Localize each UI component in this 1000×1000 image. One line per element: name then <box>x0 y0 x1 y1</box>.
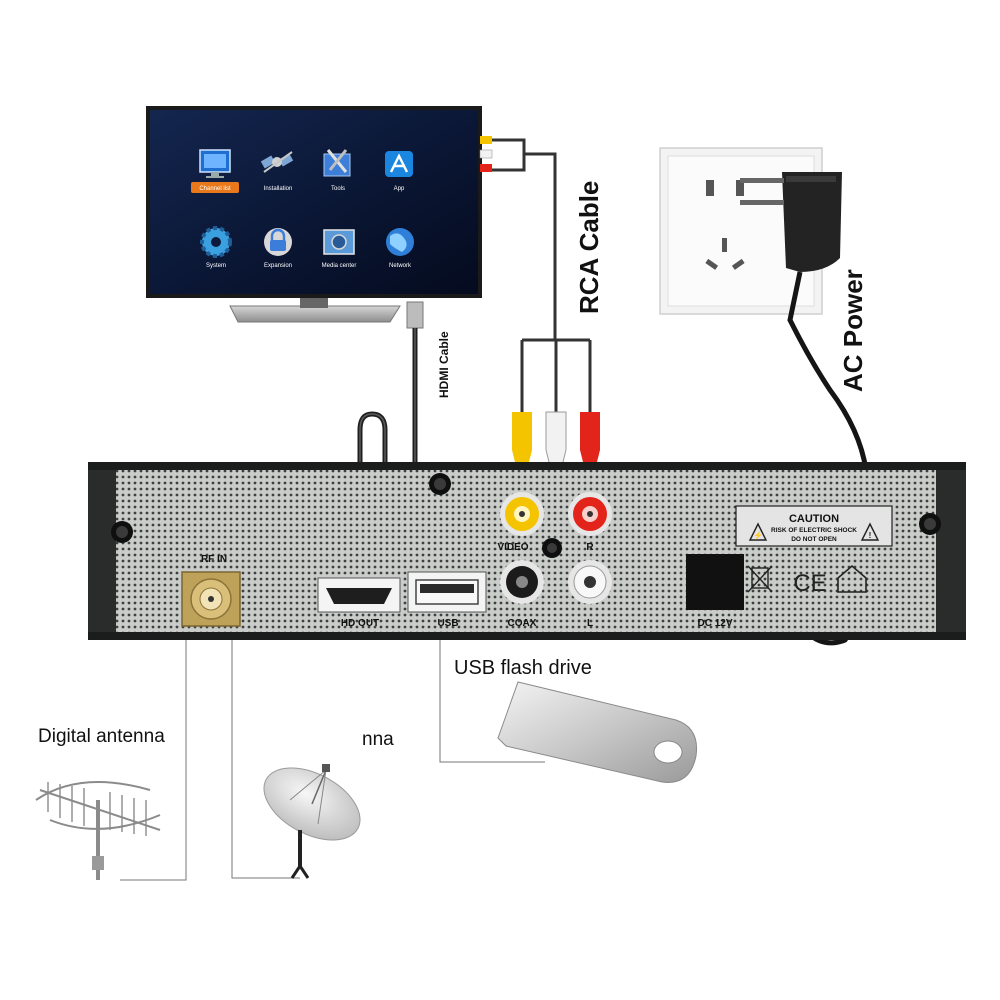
screw-icon <box>919 513 941 535</box>
screw-icon <box>111 521 133 543</box>
hdmi-plug-top <box>406 301 424 329</box>
menu-label[interactable]: Channel list <box>199 186 231 192</box>
rca-plug-red <box>580 412 600 470</box>
globe-icon[interactable] <box>386 228 414 256</box>
usb-flash-drive <box>497 681 698 783</box>
svg-text:⚡: ⚡ <box>753 530 763 540</box>
tv-screen <box>150 110 478 294</box>
rca-plug-yellow <box>512 412 532 470</box>
weee-bin-icon <box>747 565 773 593</box>
caution-line-1: RISK OF ELECTRIC SHOCK <box>771 527 857 534</box>
menu-label[interactable]: Media center <box>322 263 357 269</box>
coax-jack[interactable] <box>500 560 544 604</box>
menu-label[interactable]: App <box>394 186 405 192</box>
port-label-video: VIDEO <box>497 542 528 553</box>
tv-rca-white-port <box>479 149 493 159</box>
rf-in-port[interactable] <box>181 571 241 627</box>
menu-label[interactable]: Installation <box>264 186 293 192</box>
socket-hole <box>736 180 744 196</box>
port-label-r: R <box>586 542 594 553</box>
satellite-dish <box>263 764 361 879</box>
app-store-icon[interactable] <box>385 151 413 177</box>
satellite-antenna-caption: nna <box>362 729 394 750</box>
port-label-l: L <box>587 618 593 629</box>
caution-line-2: DO NOT OPEN <box>791 536 837 543</box>
tv-rca-yellow-port <box>480 136 492 144</box>
digital-antenna <box>35 781 161 880</box>
svg-text:!: ! <box>869 531 872 540</box>
caution-title: CAUTION <box>789 513 839 525</box>
gear-icon[interactable] <box>200 226 232 258</box>
port-label-hd-out: HD OUT <box>341 618 379 629</box>
warning-triangle-icon <box>748 522 768 541</box>
warning-triangle-icon <box>860 522 880 541</box>
menu-label[interactable]: Tools <box>331 186 345 192</box>
screw-icon <box>542 538 562 558</box>
tv-stand <box>229 305 401 323</box>
dc-power-socket[interactable] <box>686 554 744 610</box>
television <box>146 106 493 323</box>
video-jack[interactable] <box>500 492 544 536</box>
rca-plug-white <box>545 411 567 471</box>
satellite-icon[interactable] <box>260 151 294 173</box>
socket-hole <box>706 180 714 196</box>
menu-label[interactable]: System <box>206 263 226 269</box>
screw-icon <box>429 473 451 495</box>
lock-icon[interactable] <box>264 228 292 256</box>
tv-rca-red-port <box>480 164 492 172</box>
caution-label: ⚡ ! <box>735 505 893 547</box>
rca-cable-caption: RCA Cable <box>574 181 604 314</box>
ac-power-caption: AC Power <box>838 269 868 392</box>
audio-l-jack[interactable] <box>568 560 612 604</box>
port-label-dc: DC 12V <box>697 618 732 629</box>
digital-antenna-caption: Digital antenna <box>38 726 165 747</box>
menu-label[interactable]: Expansion <box>264 263 292 269</box>
tv-neck <box>300 298 328 308</box>
usb-drive-caption: USB flash drive <box>454 657 592 679</box>
toolbox-icon[interactable] <box>323 149 351 177</box>
port-label-coax: COAX <box>508 618 537 629</box>
indoor-use-icon <box>837 564 867 593</box>
monitor-icon[interactable] <box>199 149 231 178</box>
port-label-rf-in: RF IN <box>201 554 227 565</box>
audio-r-jack[interactable] <box>568 492 612 536</box>
film-icon[interactable] <box>323 229 355 255</box>
hdmi-cable-caption: HDMI Cable <box>437 331 451 398</box>
usb-port[interactable] <box>407 571 487 613</box>
rca-cable <box>492 138 592 412</box>
menu-label[interactable]: Network <box>389 263 412 269</box>
leader-lines <box>120 640 545 881</box>
ce-mark: CE <box>793 570 826 597</box>
hdmi-out-port[interactable] <box>317 577 401 613</box>
receiver: ⚡ ! CAUTION RISK OF ELECTRIC SHOCK DO NO… <box>88 462 966 640</box>
power-adapter <box>740 172 842 272</box>
tv-menu: Channel list Installation Tools App Syst… <box>191 149 414 269</box>
menu-selection-highlight <box>191 182 239 193</box>
port-label-usb: USB <box>437 618 458 629</box>
